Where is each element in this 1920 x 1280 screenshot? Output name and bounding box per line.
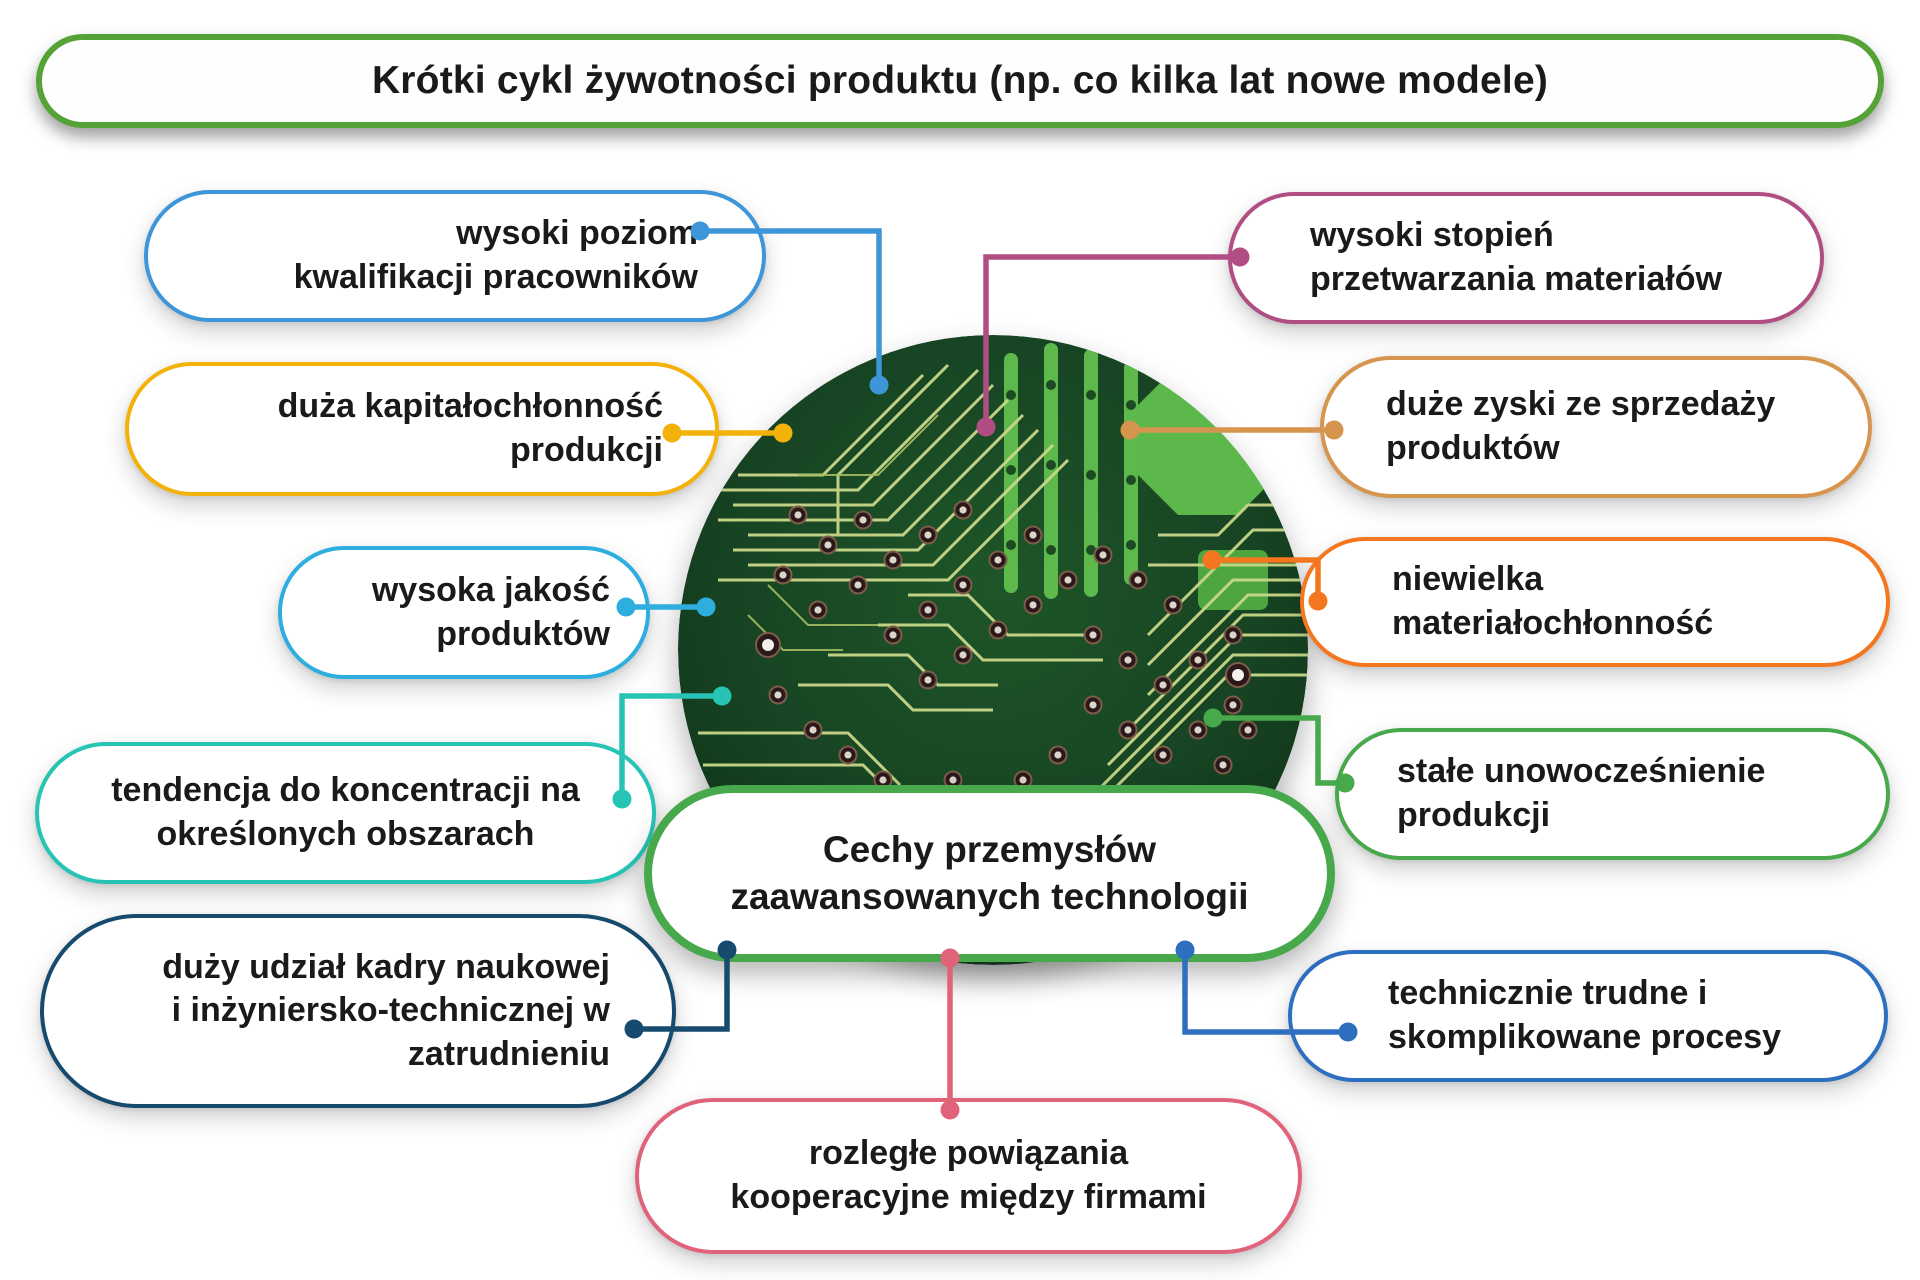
- feature-label: produktów: [1386, 429, 1560, 467]
- feature-label: wysoki stopień: [1310, 216, 1554, 255]
- feature-label: duża kapitałochłonność: [277, 387, 663, 426]
- feature-label: produktów: [436, 614, 610, 653]
- feature-label: tendencja do koncentracji na: [111, 771, 580, 810]
- feature-label: technicznie trudne i: [1388, 974, 1708, 1013]
- feature-label: i inżyniersko-technicznej w: [171, 991, 610, 1030]
- feature-label: duże zyski ze sprzedaży: [1386, 385, 1776, 424]
- feature-bubble-high-qualifications: wysoki poziom kwalifikacji pracowników: [144, 190, 766, 322]
- feature-label: materiałochłonność: [1392, 604, 1714, 642]
- feature-label: kwalifikacji pracowników: [293, 258, 698, 296]
- central-topic-line: zaawansowanych technologii: [730, 875, 1249, 917]
- feature-bubble-capital-intensity: duża kapitałochłonność produkcji: [125, 362, 719, 496]
- feature-label: duży udział kadry naukowej: [162, 947, 610, 986]
- feature-label: niewielka: [1392, 560, 1544, 599]
- top-banner-label: Krótki cykl żywotności produktu (np. co …: [371, 59, 1549, 102]
- feature-bubble-high-quality: wysoka jakość produktów: [278, 546, 650, 679]
- central-topic-line: Cechy przemysłów: [822, 829, 1157, 871]
- feature-label: rozległe powiązania: [808, 1134, 1129, 1173]
- feature-bubble-low-material-use: niewielka materiałochłonność: [1300, 537, 1890, 667]
- feature-bubble-complex-processes: technicznie trudne i skomplikowane proce…: [1288, 950, 1888, 1082]
- feature-label: produkcji: [1397, 796, 1551, 834]
- feature-label: kooperacyjne między firmami: [730, 1178, 1207, 1216]
- feature-label: zatrudnieniu: [407, 1034, 610, 1073]
- feature-label: stałe unowocześnienie: [1397, 752, 1766, 791]
- feature-bubble-constant-modernization: stałe unowocześnienie produkcji: [1335, 728, 1890, 860]
- feature-label: wysoki poziom: [456, 214, 698, 253]
- central-topic-bubble: Cechy przemysłów zaawansowanych technolo…: [644, 785, 1335, 962]
- feature-bubble-scientific-staff: duży udział kadry naukowej i inżyniersko…: [40, 914, 676, 1108]
- top-banner: Krótki cykl żywotności produktu (np. co …: [36, 34, 1884, 128]
- feature-label: przetwarzania materiałów: [1310, 260, 1722, 298]
- feature-label: określonych obszarach: [156, 815, 535, 853]
- feature-bubble-cooperation-links: rozległe powiązania kooperacyjne między …: [635, 1098, 1302, 1254]
- feature-label: produkcji: [509, 431, 663, 469]
- feature-bubble-high-profits: duże zyski ze sprzedaży produktów: [1320, 356, 1872, 498]
- feature-bubble-processing-degree: wysoki stopień przetwarzania materiałów: [1228, 192, 1824, 324]
- feature-bubble-concentration-tendency: tendencja do koncentracji na określonych…: [35, 742, 656, 884]
- feature-label: skomplikowane procesy: [1388, 1018, 1782, 1056]
- feature-label: wysoka jakość: [371, 570, 610, 609]
